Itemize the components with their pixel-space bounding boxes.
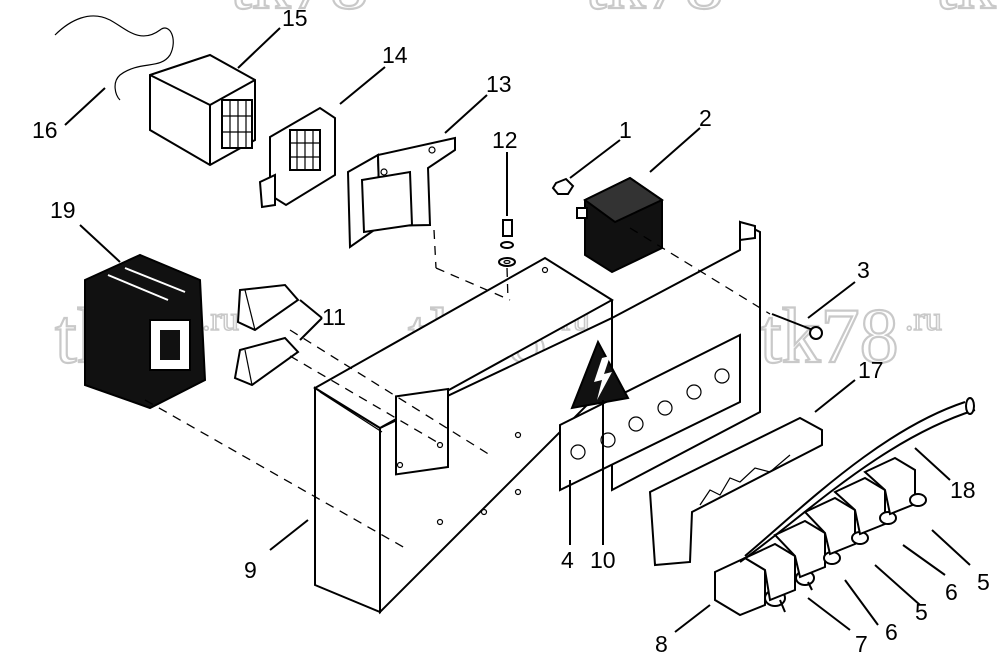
- leader-lines: [64, 27, 971, 633]
- screw-part: [498, 219, 516, 267]
- callout-12: 12: [492, 127, 518, 153]
- switch-cover-part: [648, 416, 823, 567]
- callout-18: 18: [950, 477, 976, 503]
- bolt-part: [771, 313, 823, 340]
- toggle-switch-4: [803, 496, 869, 556]
- wire-part: [54, 15, 174, 101]
- callout-11: 11: [322, 304, 346, 330]
- callout-6-right: 6: [945, 579, 958, 605]
- nut-part: [551, 177, 575, 195]
- callout-17: 17: [858, 357, 884, 383]
- watermark-1-suffix: .ru: [202, 301, 239, 338]
- callout-7: 7: [855, 631, 868, 657]
- callout-labels: 1 2 3 4 5 5 6 6 7 8 9 10 11 12 13 14 15 …: [32, 5, 990, 657]
- callout-2: 2: [699, 105, 712, 131]
- clip-parts: [233, 283, 300, 387]
- callout-14: 14: [382, 42, 408, 68]
- callout-5-right: 5: [977, 569, 990, 595]
- callout-10: 10: [590, 547, 616, 573]
- watermark-top-2: tk78: [585, 0, 724, 25]
- toggle-switch-3: [773, 519, 841, 579]
- callout-19: 19: [50, 197, 76, 223]
- toggle-switch-row: [714, 456, 927, 617]
- callout-1: 1: [619, 117, 632, 143]
- enclosure-box: [313, 220, 761, 615]
- callout-13: 13: [486, 71, 512, 97]
- alignment-lines: [144, 227, 771, 549]
- power-relay-part: [149, 53, 256, 167]
- watermark-3-suffix: .ru: [905, 301, 942, 338]
- cable-harness-part: [739, 397, 976, 563]
- circuit-breaker-part: [84, 253, 207, 410]
- callout-8: 8: [655, 631, 668, 657]
- bracket-part: [346, 136, 456, 249]
- toggle-switch-6: [863, 456, 927, 516]
- callout-4: 4: [561, 547, 574, 573]
- watermark-3: tk78: [760, 292, 899, 379]
- watermark-top-1: tk78: [230, 0, 369, 25]
- relay-socket-part: [258, 106, 336, 209]
- callout-9: 9: [244, 557, 257, 583]
- callout-15: 15: [282, 5, 308, 31]
- relay-part: [576, 176, 665, 274]
- warning-label: [570, 339, 630, 410]
- toggle-switch-2: [742, 542, 815, 602]
- watermark-top-3: tk78: [935, 0, 1000, 25]
- callout-5-lower: 5: [915, 599, 928, 625]
- callout-16: 16: [32, 117, 58, 143]
- callout-3: 3: [857, 257, 870, 283]
- toggle-switch-5: [833, 476, 897, 536]
- callout-6-lower: 6: [885, 619, 898, 645]
